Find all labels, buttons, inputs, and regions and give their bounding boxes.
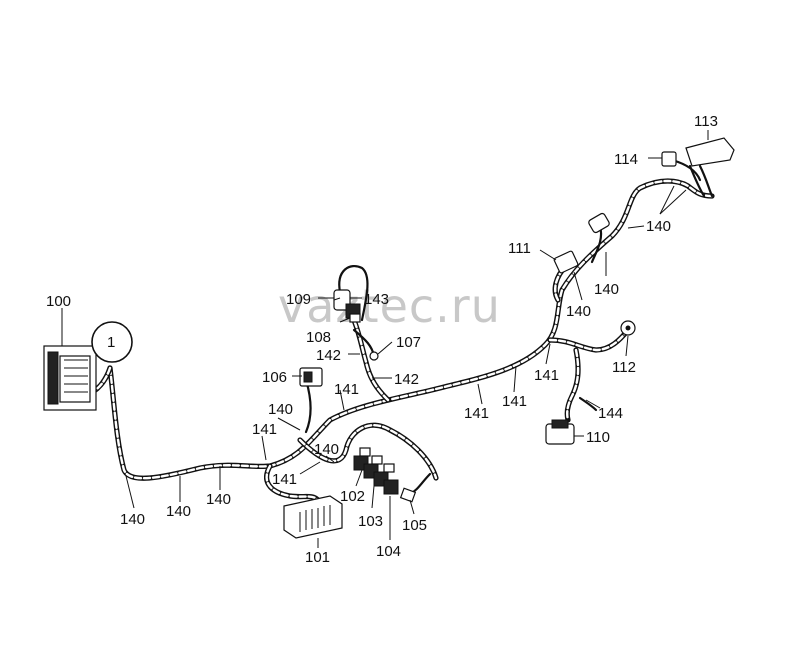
- label-141-d: 141: [464, 405, 489, 422]
- label-113: 113: [694, 113, 718, 130]
- label-109: 109: [286, 291, 311, 308]
- ecu-module: [43, 345, 97, 411]
- connector-inline: [588, 212, 610, 234]
- label-107: 107: [396, 334, 421, 351]
- label-144: 144: [598, 405, 623, 422]
- ring-terminal-112: [620, 320, 636, 336]
- label-141-a: 141: [252, 421, 277, 438]
- label-140-d: 140: [268, 401, 293, 418]
- label-141-e: 141: [502, 393, 527, 410]
- connector-110: [545, 419, 575, 445]
- connector-113: [685, 137, 735, 167]
- label-104: 104: [376, 543, 401, 560]
- callout-1-label: 1: [107, 334, 115, 351]
- label-140-h: 140: [646, 218, 671, 235]
- label-101: 101: [305, 549, 330, 566]
- part-labels: 100 101 102 103 104 105 106 107 108 109 …: [46, 113, 718, 566]
- connector-114: [661, 151, 677, 167]
- label-142-a: 142: [316, 347, 341, 364]
- label-141-f: 141: [534, 367, 559, 384]
- watermark: vaztec.ru: [278, 279, 501, 333]
- label-103: 103: [358, 513, 383, 530]
- label-100: 100: [46, 293, 71, 310]
- label-108: 108: [306, 329, 331, 346]
- connector-107: [369, 351, 379, 361]
- label-140-a: 140: [120, 511, 145, 528]
- connector-106: [299, 367, 323, 387]
- label-111: 111: [508, 240, 531, 257]
- label-143: 143: [364, 291, 389, 308]
- callout-1: 1: [91, 321, 133, 363]
- label-140-e: 140: [314, 441, 339, 458]
- label-140-c: 140: [206, 491, 231, 508]
- label-106: 106: [262, 369, 287, 386]
- label-141-b: 141: [272, 471, 297, 488]
- label-110: 110: [586, 429, 610, 446]
- connector-101: [283, 495, 343, 539]
- label-140-b: 140: [166, 503, 191, 520]
- label-114: 114: [614, 151, 638, 168]
- label-105: 105: [402, 517, 427, 534]
- sensor-105: [399, 487, 417, 503]
- label-142-b: 142: [394, 371, 419, 388]
- label-140-f: 140: [566, 303, 591, 320]
- label-141-c: 141: [334, 381, 359, 398]
- label-102: 102: [340, 488, 365, 505]
- injector-connectors: [353, 447, 399, 495]
- label-112: 112: [612, 359, 636, 376]
- label-140-g: 140: [594, 281, 619, 298]
- connector-111: [553, 250, 579, 274]
- harness-trunk: [81, 178, 715, 503]
- leader-lines: [61, 130, 709, 548]
